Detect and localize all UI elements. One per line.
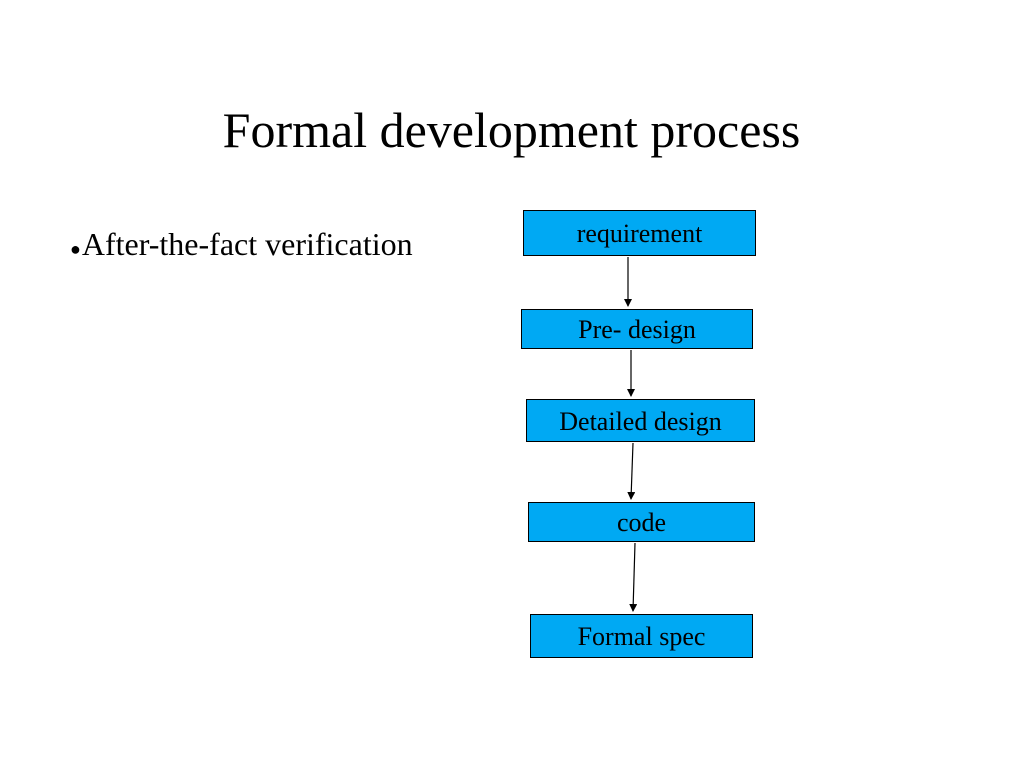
bullet-text: After-the-fact verification (81, 226, 413, 262)
arrow-code-to-formal-spec (629, 542, 638, 612)
flow-step-requirement: requirement (523, 210, 756, 256)
flow-step-formal-spec: Formal spec (530, 614, 753, 658)
arrow-detailed-design-to-code (627, 442, 636, 500)
flow-step-pre-design: Pre- design (521, 309, 753, 349)
flow-step-code: code (528, 502, 755, 542)
slide-title: Formal development process (222, 102, 801, 158)
bullet-item: ●After-the-fact verification (70, 224, 413, 269)
flow-step-detailed-design: Detailed design (526, 399, 755, 442)
bullet-dot-icon: ● (70, 239, 81, 259)
